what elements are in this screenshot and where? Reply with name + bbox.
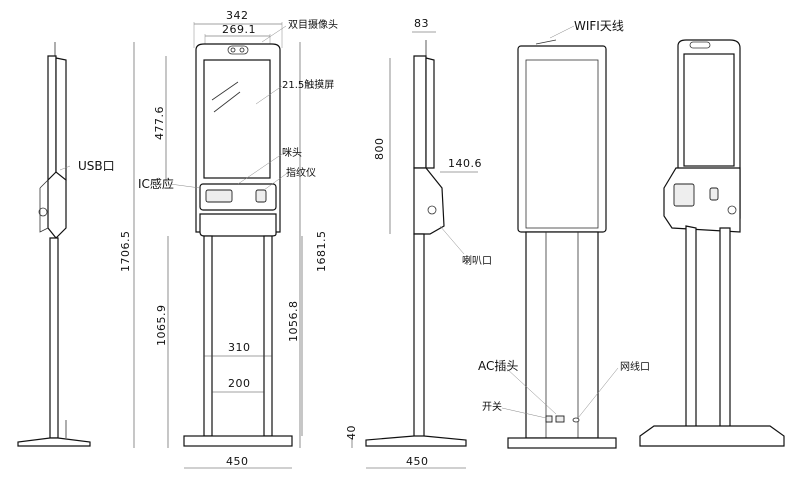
ic-reader-icon <box>205 189 233 203</box>
camera-icon-2 <box>239 47 245 53</box>
label-speaker-port: 喇叭口 <box>462 256 492 267</box>
label-fingerprint: 指纹仪 <box>286 168 316 179</box>
label-power-switch: 开关 <box>482 402 502 413</box>
dim-side-depth-top: 83 <box>414 17 429 30</box>
fingerprint-icon <box>255 189 267 203</box>
label-usb-port: USB口 <box>78 159 115 173</box>
dim-pillar-inner-width: 200 <box>228 377 251 390</box>
label-speaker-head: 咪头 <box>282 148 302 159</box>
dim-pillar-outer-width: 310 <box>228 341 251 354</box>
back-view <box>507 39 617 449</box>
dim-front-width-screen: 269.1 <box>222 23 256 36</box>
speaker-grille-icon <box>727 205 737 215</box>
dim-front-width-total: 342 <box>226 9 249 22</box>
label-network-port: 网线口 <box>620 362 650 373</box>
label-ic-card: IC感应 <box>138 177 174 191</box>
dim-side-bulge-depth: 140.6 <box>448 157 482 170</box>
dim-base-width-front: 450 <box>226 455 249 468</box>
isometric-view <box>639 39 785 447</box>
power-switch-icon <box>545 415 553 423</box>
camera-icon <box>230 47 236 53</box>
front-view <box>133 22 303 469</box>
dim-screen-height: 477.6 <box>153 106 166 140</box>
dim-pillar-height-left: 1065.9 <box>155 304 168 347</box>
dim-base-height: 40 <box>345 425 358 440</box>
fingerprint-icon <box>709 187 719 201</box>
label-touchscreen: 21.5触摸屏 <box>282 80 335 91</box>
side-view-left <box>17 42 91 447</box>
dim-panel-height: 1681.5 <box>315 230 328 273</box>
dim-total-height: 1706.5 <box>119 230 132 273</box>
dim-pillar-height-right: 1056.8 <box>287 300 300 343</box>
ac-plug-icon <box>555 415 565 423</box>
network-port-icon <box>572 417 580 423</box>
label-wifi-antenna: WIFI天线 <box>574 19 624 33</box>
label-dual-camera: 双目摄像头 <box>288 20 338 31</box>
dim-side-height: 800 <box>373 137 386 161</box>
speaker-grille-icon <box>38 207 48 217</box>
side-view-right <box>351 31 478 469</box>
speaker-grille-icon <box>427 205 437 215</box>
label-ac-plug: AC插头 <box>478 359 519 373</box>
ic-reader-icon <box>673 183 695 207</box>
dim-base-width-side: 450 <box>406 455 429 468</box>
